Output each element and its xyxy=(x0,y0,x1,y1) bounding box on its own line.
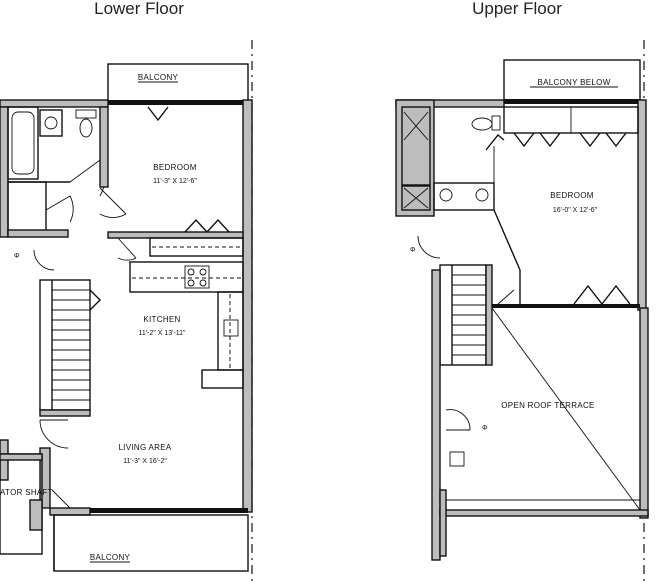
lower-bottom-balcony xyxy=(53,514,249,572)
upper-floor-plan: BALCONY BELOW BEDROOM 16'-0" X xyxy=(395,40,649,586)
lower-elevator-label: ATOR SHAFT xyxy=(0,488,53,497)
upper-open-roof-terrace: Φ xyxy=(439,307,649,519)
upper-right-wall xyxy=(637,99,647,311)
upper-bedroom-size: 16'-0" X 12'-6" xyxy=(553,207,598,214)
lower-floor-heading: Lower Floor xyxy=(94,0,184,18)
lower-floor-plan: BALCONY xyxy=(0,40,253,586)
lower-living-size: 11'-3" X 16'-2" xyxy=(123,458,167,465)
lower-bottom-balcony-label: BALCONY xyxy=(90,553,131,562)
upper-stairs xyxy=(439,264,493,366)
lower-kitchen-counters xyxy=(129,261,244,389)
lower-top-balcony xyxy=(107,63,249,103)
lower-kitchen-size: 11'-2" X 13'-11" xyxy=(138,330,186,337)
svg-text:Φ: Φ xyxy=(410,247,416,254)
lower-bedroom-size: 11'-3" X 12'-6" xyxy=(153,178,197,185)
lower-kitchen-label: KITCHEN xyxy=(143,315,180,324)
lower-top-balcony-label: BALCONY xyxy=(138,73,179,82)
upper-bedroom-label: BEDROOM xyxy=(550,191,593,200)
lower-bedroom-label: BEDROOM xyxy=(153,163,196,172)
lower-living-label: LIVING AREA xyxy=(118,443,171,452)
svg-text:Φ: Φ xyxy=(14,253,20,260)
lower-stairs xyxy=(39,279,101,417)
upper-balcony-below-label: BALCONY BELOW xyxy=(537,78,610,87)
svg-text:Φ: Φ xyxy=(482,425,488,432)
upper-terrace-label: OPEN ROOF TERRACE xyxy=(501,401,594,410)
upper-floor-heading: Upper Floor xyxy=(472,0,562,18)
lower-right-wall xyxy=(242,99,253,513)
